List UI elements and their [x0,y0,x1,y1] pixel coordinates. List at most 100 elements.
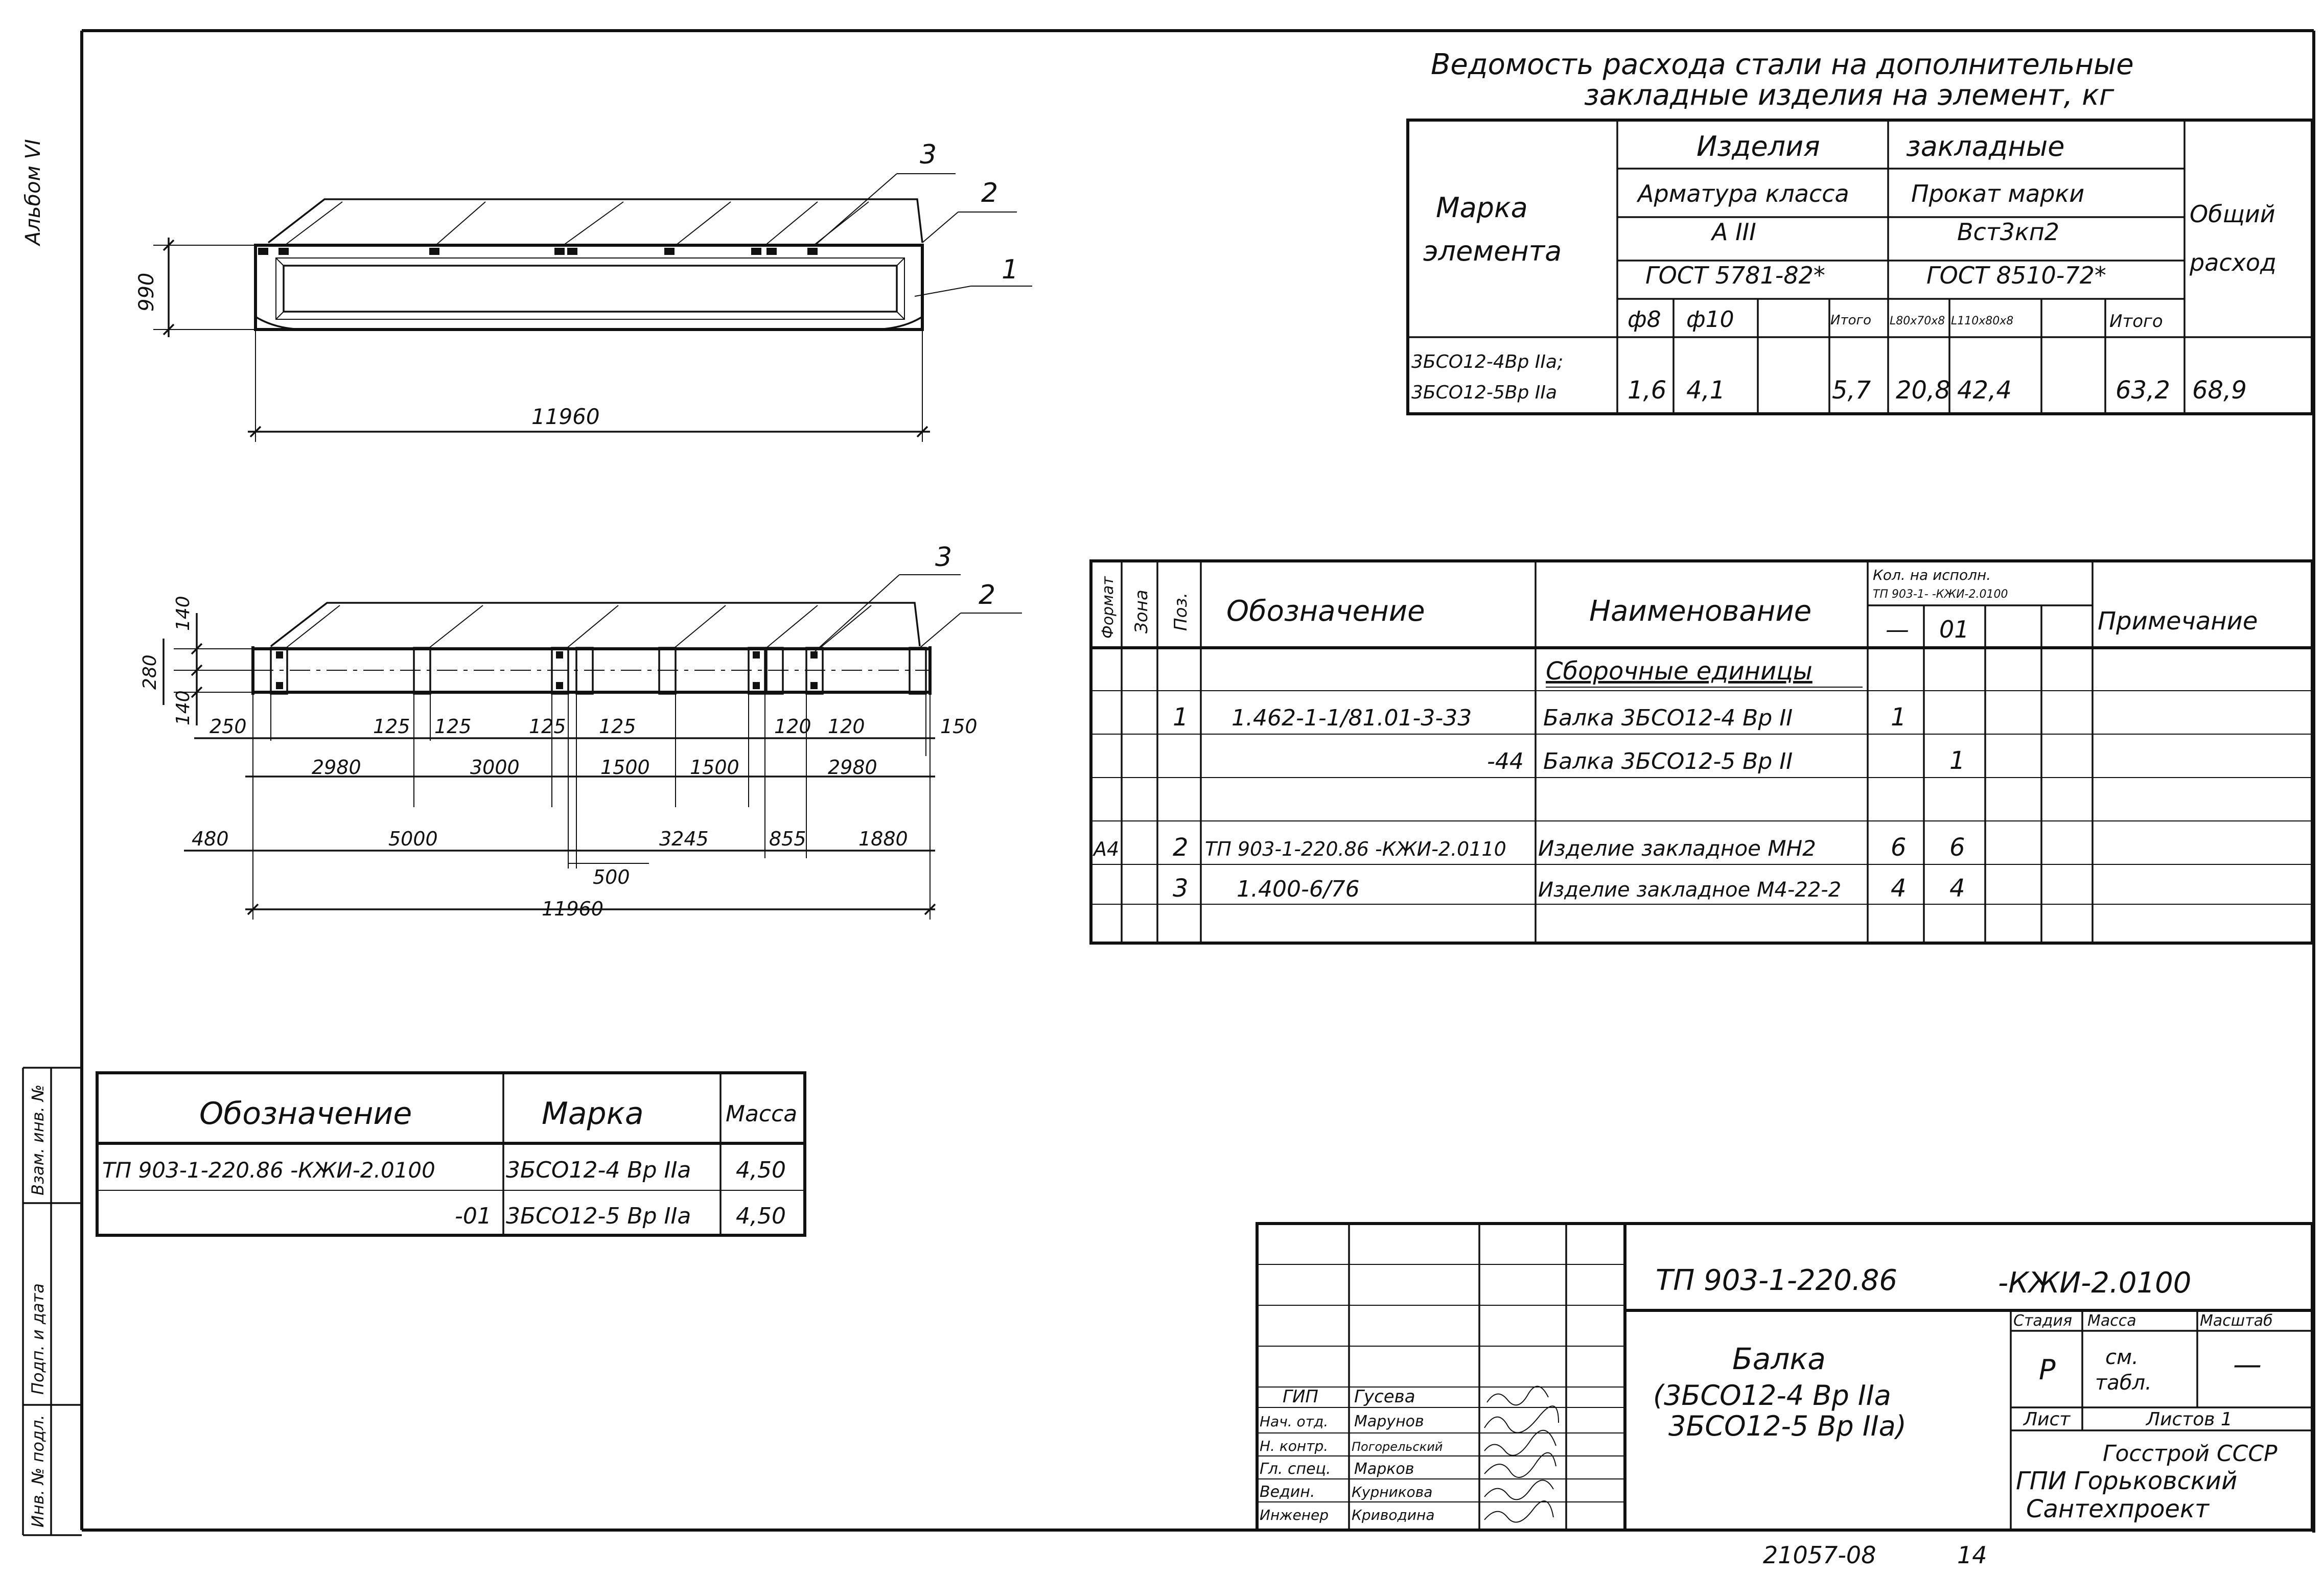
spec-r3-name: Изделие закладное МН2 [1538,836,1816,861]
tb-stage: Р [2039,1354,2056,1386]
spec-r4-pos: 3 [1173,874,1189,903]
tb-code-suffix: -КЖИ-2.0100 [1998,1266,2191,1300]
steel-val-overall: 68,9 [2192,376,2247,405]
inventory-number: 21057-08 [1763,1541,1876,1569]
dim-125-a: 125 [373,715,410,738]
dim-3000: 3000 [470,756,520,779]
spec-h-qty-col2: 01 [1939,616,1969,643]
steel-h-mark-2: элемента [1423,235,1562,267]
spec-r3-format: А4 [1092,838,1119,860]
dim-2980-a: 2980 [312,756,361,779]
dim-5000: 5000 [388,828,438,850]
left-binding-strip [22,1067,82,1536]
dim-length-top: 11960 [531,404,600,429]
strip-sign-date: Подп. и дата [28,1283,48,1395]
spec-r3-q1: 6 [1891,833,1907,862]
dim-125-d: 125 [599,715,636,738]
tb-role-2: Нач. отд. [1260,1413,1328,1430]
steel-sub-total2: Итого [2109,311,2163,332]
variants-r1-mark: 3БСО12-4 Вр IIа [506,1157,691,1183]
tb-h-stage: Стадия [2013,1312,2072,1330]
spec-r4-q2: 4 [1949,874,1965,903]
spec-h-zone: Зона [1131,590,1152,633]
dim-height-990: 990 [135,273,158,312]
spec-r2-name: Балка 3БСО12-5 Вр II [1543,748,1793,774]
steel-val-total1: 5,7 [1832,376,1871,405]
spec-r2-q2: 1 [1949,746,1965,775]
tb-role-4: Гл. спец. [1260,1460,1331,1478]
spec-r4-designation: 1.400-6/76 [1237,876,1360,902]
dim-150: 150 [940,715,978,738]
tb-name-2: (3БСО12-4 Вр IIа [1653,1379,1891,1412]
spec-r3-designation: ТП 903-1-220.86 -КЖИ-2.0110 [1205,838,1506,860]
variants-h-designation: Обозначение [199,1096,412,1132]
steel-val-l110: 42,4 [1957,376,2012,405]
page-number: 14 [1957,1541,1987,1569]
variants-r1-mass: 4,50 [736,1157,786,1183]
spec-r2-designation: -44 [1487,748,1524,774]
tb-person-3: Погорельский [1352,1440,1443,1454]
steel-val-d10: 4,1 [1686,376,1725,405]
spec-h-qty-2: ТП 903-1- -КЖИ-2.0100 [1873,588,2008,601]
steel-h-rolled-grade: Вст3кп2 [1957,218,2059,246]
tb-h-scale: Масштаб [2200,1312,2273,1330]
variants-r2-mark: 3БСО12-5 Вр IIа [506,1203,691,1229]
spec-h-format: Формат [1099,576,1117,639]
spec-r1-q1: 1 [1891,703,1907,732]
variants-r2-mass: 4,50 [736,1203,786,1229]
tb-org-2: ГПИ Горьковский [2016,1467,2237,1495]
tb-mass-1: см. [2105,1346,2139,1369]
steel-h-rolled: Прокат марки [1911,180,2084,207]
variants-table [96,1071,806,1237]
steel-h-mark-1: Марка [1436,192,1528,224]
steel-h-total-2: расход [2189,249,2276,276]
steel-sub-l80: L80х70х8 [1890,315,1945,327]
tb-name-1: Балка [1732,1342,1826,1376]
callout-3-elev: 3 [920,139,937,170]
drawing-frame [80,29,2315,1533]
spec-h-pos: Поз. [1171,593,1191,631]
spec-r3-q2: 6 [1949,833,1965,862]
steel-sub-total1: Итого [1830,313,1871,328]
steel-title-line1: Ведомость расхода стали на дополнительны… [1431,48,2134,81]
steel-h-total-1: Общий [2190,200,2275,228]
steel-table [1406,119,2314,415]
steel-row-mark-2: 3БСО12-5Вр IIа [1411,382,1557,403]
strip-inv-original: Инв. № подл. [28,1415,48,1527]
steel-sub-l110: L110х80х8 [1951,315,2013,327]
steel-val-total2: 63,2 [2116,376,2170,405]
dim-1500-b: 1500 [690,756,739,779]
tb-person-6: Криводина [1352,1507,1435,1523]
spec-h-designation: Обозначение [1226,595,1425,628]
tb-code: ТП 903-1-220.86 [1656,1264,1897,1297]
tb-sheets: Листов 1 [2145,1409,2233,1430]
spec-r1-name: Балка 3БСО12-4 Вр II [1543,705,1793,731]
spec-r3-pos: 2 [1173,833,1189,862]
tb-role-5: Ведин. [1260,1483,1315,1501]
tb-person-1: Гусева [1354,1386,1415,1407]
tb-person-4: Марков [1354,1460,1414,1478]
spec-h-qty-col1: — [1886,616,1909,643]
spec-r1-designation: 1.462-1-1/81.01-3-33 [1231,705,1472,731]
steel-h-items: Изделия [1696,130,1820,162]
callout-1-elev: 1 [1002,254,1018,285]
dim-480: 480 [192,828,229,850]
strip-replace-inv: Взам. инв. № [28,1085,48,1195]
dim-500: 500 [593,866,630,888]
dim-width-280: 280 [140,654,160,690]
beam-plan [162,574,1022,920]
tb-role-3: Н. контр. [1260,1438,1328,1454]
dim-125-b: 125 [434,715,472,738]
dim-3245: 3245 [659,828,709,850]
steel-h-embedded: закладные [1906,130,2065,162]
tb-mass-2: табл. [2095,1371,2152,1395]
steel-title-line2: закладные изделия на элемент, кг [1584,79,2114,112]
variants-r1-designation: ТП 903-1-220.86 -КЖИ-2.0100 [102,1158,435,1183]
tb-role-1: ГИП [1283,1386,1318,1407]
dim-half-bottom: 140 [173,690,194,725]
spec-section: Сборочные единицы [1546,657,1812,686]
steel-h-rebar-class: А III [1710,218,1756,246]
steel-h-rolled-std: ГОСТ 8510-72* [1926,262,2106,289]
dim-855: 855 [769,828,806,850]
steel-h-rebar: Арматура класса [1636,180,1849,207]
